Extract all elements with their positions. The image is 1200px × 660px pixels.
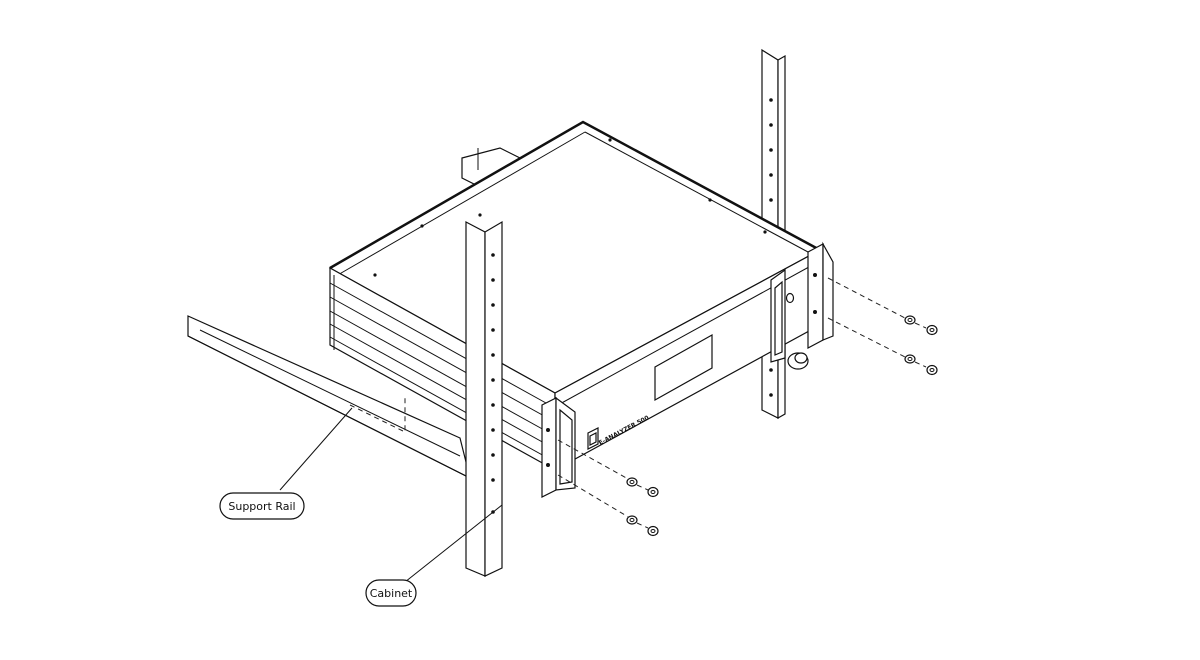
- washer-icon: [904, 315, 916, 325]
- svg-text:Cabinet: Cabinet: [370, 587, 413, 600]
- left-rack-ear: [541, 396, 576, 498]
- callout-cabinet: Cabinet: [365, 504, 503, 607]
- washer-icon: [904, 354, 916, 364]
- power-switch: [587, 427, 599, 450]
- lower-screw-set: [557, 439, 659, 537]
- svg-text:Support Rail: Support Rail: [228, 500, 295, 513]
- callout-support-rail: Support Rail: [219, 407, 353, 520]
- front-knob: [787, 352, 809, 370]
- right-rack-ear: [770, 241, 834, 363]
- screw-icon: [914, 361, 938, 376]
- screw-icon: [636, 522, 659, 537]
- washer-icon: [626, 477, 638, 487]
- upper-screw-set: [827, 277, 938, 376]
- support-rail: [187, 315, 471, 480]
- front-cabinet-rail: [465, 220, 503, 577]
- washer-icon: [626, 515, 638, 525]
- screw-icon: [636, 484, 659, 498]
- screw-icon: [914, 322, 938, 336]
